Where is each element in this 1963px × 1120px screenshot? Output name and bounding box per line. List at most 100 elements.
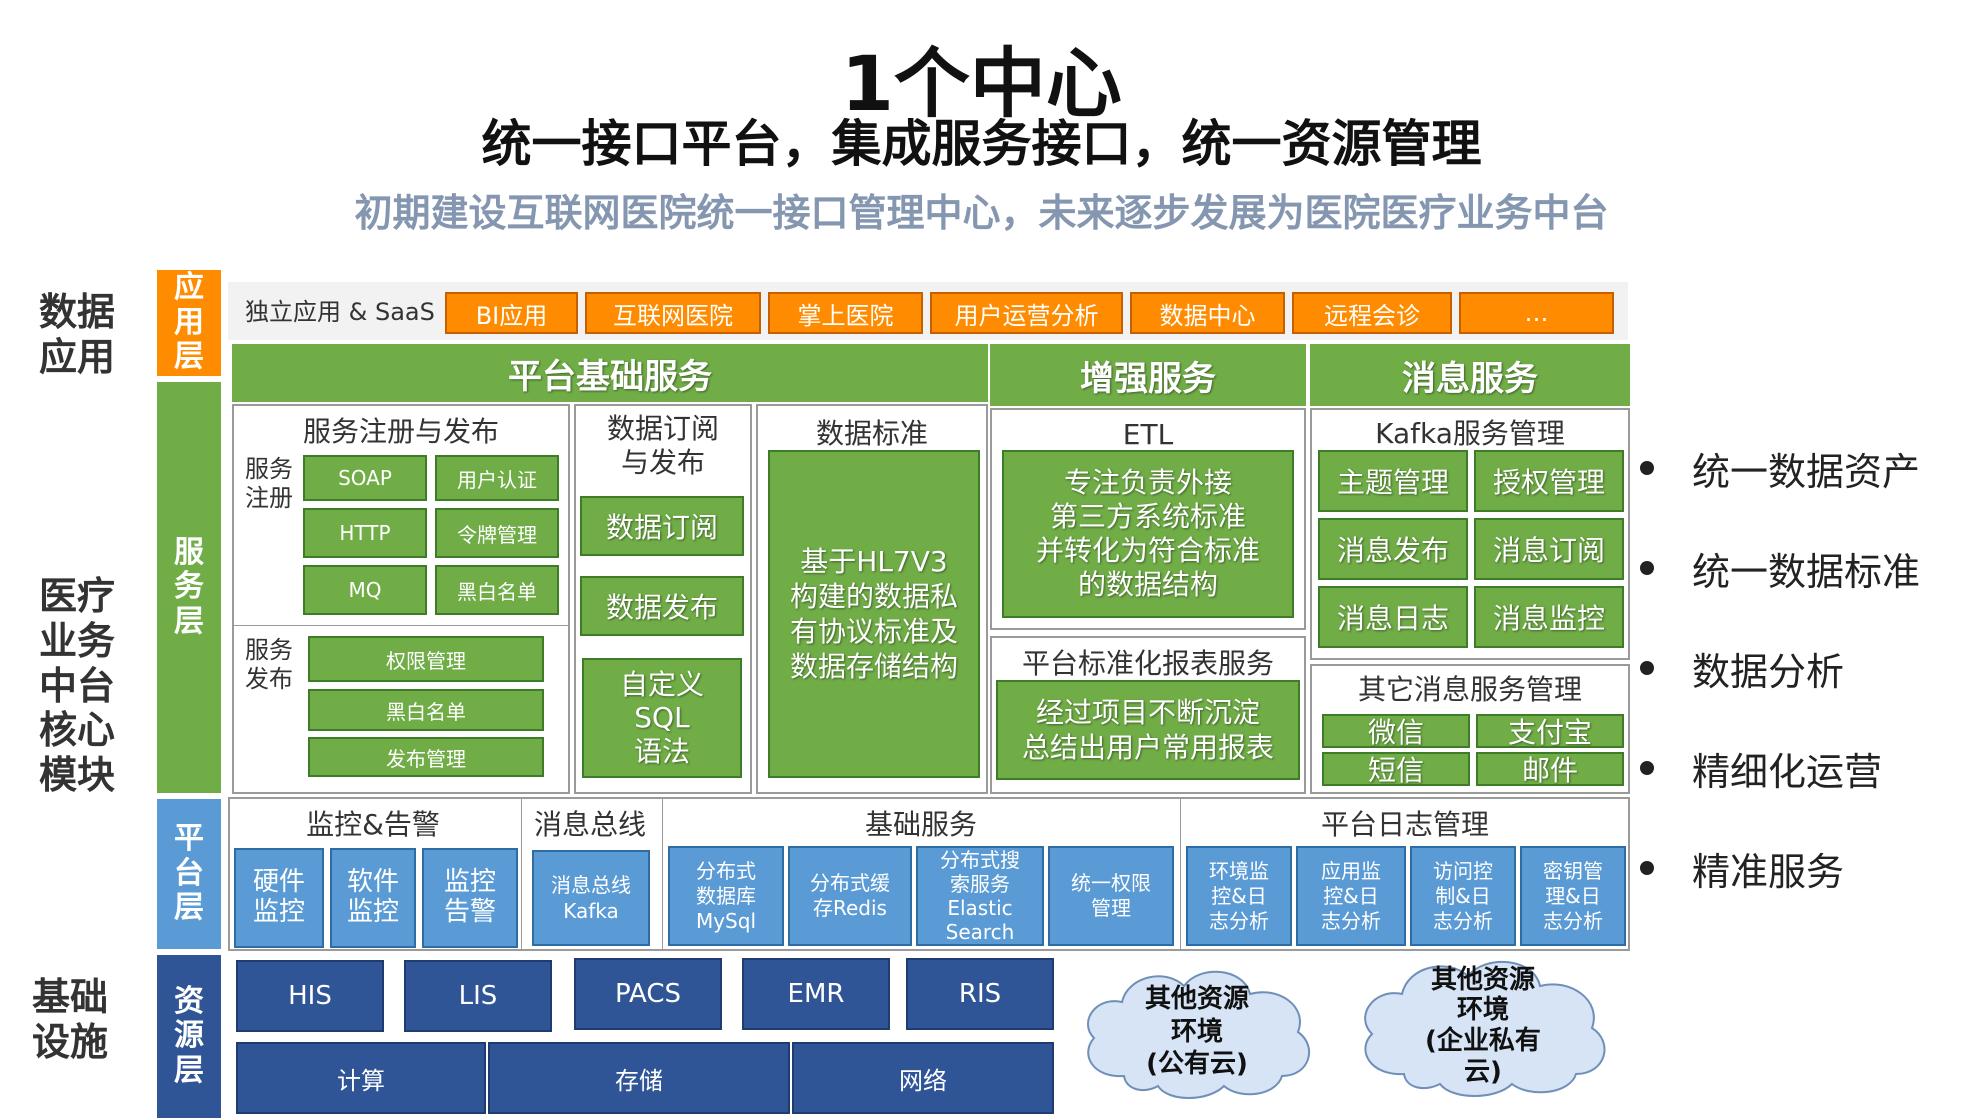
subscribe-title: 数据订阅 与发布 — [606, 412, 719, 479]
bullet-icon — [1640, 561, 1654, 575]
register-token: 令牌管理 — [435, 508, 559, 558]
benefit-text: 精准服务 — [1692, 849, 1845, 894]
kafka-title: Kafka服务管理 — [1375, 417, 1565, 450]
basic-mysql: 分布式 数据库 MySql — [668, 846, 784, 946]
resource-his: HIS — [236, 960, 384, 1032]
kafka-subscribe: 消息订阅 — [1474, 518, 1624, 580]
benefit-text: 统一数据标准 — [1692, 549, 1921, 594]
kafka-log: 消息日志 — [1318, 586, 1468, 648]
log-env: 环境监 控&日 志分析 — [1186, 846, 1292, 946]
page-tagline: 初期建设互联网医院统一接口管理中心，未来逐步发展为医院医疗业务中台 — [354, 191, 1609, 235]
publish-manage: 发布管理 — [308, 737, 544, 777]
side-label-data-app: 数据 应用 — [38, 290, 115, 379]
layer-resource: 资 源 层 — [155, 953, 223, 1120]
benefit-list: 统一数据资产 统一数据标准 数据分析 精细化运营 精准服务 — [1635, 418, 1955, 918]
publish-item: 数据发布 — [580, 576, 744, 636]
basic-permission: 统一权限 管理 — [1048, 846, 1174, 946]
app-internet-hospital: 互联网医院 — [585, 292, 761, 334]
header-enhanced: 增强服务 — [990, 344, 1306, 406]
log-title: 平台日志管理 — [1320, 808, 1489, 841]
bullet-icon — [1640, 661, 1654, 675]
kafka-auth: 授权管理 — [1474, 450, 1624, 512]
register-http: HTTP — [303, 508, 427, 558]
benefit-item: 统一数据标准 — [1635, 518, 1955, 618]
header-platform-basic: 平台基础服务 — [232, 344, 988, 402]
resource-pacs: PACS — [574, 958, 722, 1030]
benefit-item: 统一数据资产 — [1635, 418, 1955, 518]
bullet-icon — [1640, 461, 1654, 475]
msg-alipay: 支付宝 — [1476, 714, 1624, 749]
cloud-public-label: 其他资源 环境 (公有云) — [1144, 984, 1249, 1080]
page-title: 1个中心 — [841, 39, 1122, 128]
register-auth: 用户认证 — [435, 455, 559, 501]
benefit-text: 精细化运营 — [1692, 749, 1883, 794]
register-label: 服务 注册 — [245, 455, 293, 512]
resource-ris: RIS — [906, 958, 1054, 1030]
platform-divider-3 — [1180, 799, 1181, 949]
register-soap: SOAP — [303, 455, 427, 501]
standard-title: 数据标准 — [815, 417, 928, 450]
kafka-topic: 主题管理 — [1318, 450, 1468, 512]
layer-app: 应 用 层 — [155, 268, 223, 378]
benefit-text: 统一数据资产 — [1692, 449, 1921, 494]
custom-sql-item: 自定义 SQL 语法 — [582, 658, 742, 778]
etl-title: ETL — [1122, 417, 1174, 451]
report-body: 经过项目不断沉淀 总结出用户常用报表 — [996, 680, 1300, 780]
benefit-item: 数据分析 — [1635, 618, 1955, 718]
bus-kafka: 消息总线 Kafka — [532, 850, 650, 946]
layer-platform: 平 台 层 — [155, 797, 223, 951]
app-remote-consult: 远程会诊 — [1292, 292, 1452, 334]
app-bi: BI应用 — [445, 292, 578, 334]
resource-emr: EMR — [742, 958, 890, 1030]
registry-title: 服务注册与发布 — [302, 415, 499, 448]
publish-blacklist: 黑白名单 — [308, 689, 544, 731]
header-message: 消息服务 — [1310, 344, 1630, 406]
basic-elastic: 分布式搜 索服务 Elastic Search — [916, 846, 1044, 946]
etl-body: 专注负责外接 第三方系统标准 并转化为符合标准 的数据结构 — [1002, 450, 1294, 618]
resource-lis: LIS — [404, 960, 552, 1032]
kafka-monitor: 消息监控 — [1474, 586, 1624, 648]
standard-body: 基于HL7V3 构建的数据私 有协议标准及 数据存储结构 — [768, 450, 980, 778]
side-label-infrastructure: 基础 设施 — [31, 975, 108, 1064]
app-data-center: 数据中心 — [1130, 292, 1285, 334]
side-label-medical-core: 医疗 业务 中台 核心 模块 — [38, 574, 115, 798]
msg-email: 邮件 — [1476, 752, 1624, 787]
layer-service: 服 务 层 — [155, 380, 223, 795]
kafka-publish: 消息发布 — [1318, 518, 1468, 580]
resource-storage: 存储 — [488, 1042, 790, 1114]
benefit-item: 精细化运营 — [1635, 718, 1955, 818]
app-user-ops: 用户运营分析 — [930, 292, 1123, 334]
app-mobile-hospital: 掌上医院 — [768, 292, 923, 334]
register-mq: MQ — [303, 565, 427, 615]
app-more: … — [1459, 292, 1614, 334]
basic-service-title: 基础服务 — [864, 808, 977, 841]
monitor-alert: 监控 告警 — [422, 848, 518, 948]
report-title: 平台标准化报表服务 — [1021, 647, 1274, 680]
platform-divider-2 — [662, 799, 663, 949]
bullet-icon — [1640, 861, 1654, 875]
app-layer-label: 独立应用 & SaaS — [245, 297, 435, 326]
register-blacklist: 黑白名单 — [435, 565, 559, 615]
log-app: 应用监 控&日 志分析 — [1296, 846, 1406, 946]
registry-divider — [234, 625, 568, 626]
log-access: 访问控 制&日 志分析 — [1410, 846, 1516, 946]
msg-wechat: 微信 — [1322, 714, 1470, 749]
cloud-private-label: 其他资源 环境 (企业私有 云) — [1425, 964, 1541, 1087]
other-msg-title: 其它消息服务管理 — [1357, 673, 1582, 706]
cloud-public-icon — [1087, 970, 1311, 1099]
page-subtitle: 统一接口平台，集成服务接口，统一资源管理 — [481, 115, 1482, 173]
benefit-text: 数据分析 — [1692, 649, 1845, 694]
monitor-hardware: 硬件 监控 — [234, 848, 324, 948]
platform-divider-1 — [521, 799, 522, 949]
resource-compute: 计算 — [236, 1042, 486, 1114]
bullet-icon — [1640, 761, 1654, 775]
log-key: 密钥管 理&日 志分析 — [1520, 846, 1626, 946]
cloud-private-icon — [1364, 960, 1606, 1097]
msg-sms: 短信 — [1322, 752, 1470, 787]
publish-permission: 权限管理 — [308, 636, 544, 682]
publish-label: 服务 发布 — [245, 636, 293, 693]
monitor-title: 监控&告警 — [306, 808, 440, 841]
basic-redis: 分布式缓 存Redis — [788, 846, 912, 946]
subscribe-item: 数据订阅 — [580, 496, 744, 556]
resource-network: 网络 — [792, 1042, 1054, 1114]
